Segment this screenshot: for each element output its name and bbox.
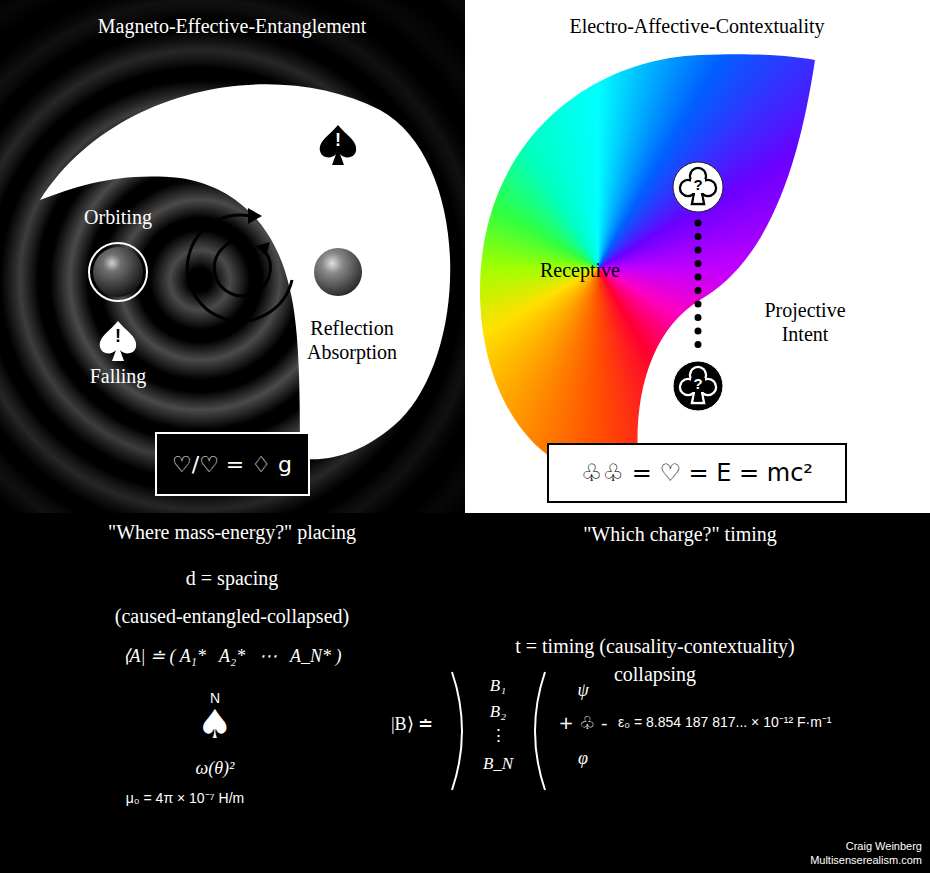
text-label: Reflection Absorption [297,316,407,364]
text-label: φ [578,748,588,770]
node-text: ♧♧ = ♡ = E = mc² [581,459,813,487]
symbol-node: ? [672,360,724,412]
text-label: Receptive [540,258,620,282]
text-label: |B⟩ ≐ [391,714,433,736]
text-label: Orbiting [84,205,152,229]
text-label: d = spacing [186,566,278,590]
node-text: ? [693,176,702,193]
text-label: "Which charge?" timing [583,522,777,546]
text-label: ω(θ)² [196,758,235,780]
reflect-ball [314,248,362,296]
node-text: ! [115,326,121,347]
text-label: ε₀ = 8.854 187 817... × 10⁻¹² F·m⁻¹ [618,714,832,731]
orbit-ball [93,247,143,297]
text-label: Falling [90,364,147,388]
text-label: collapsing [614,662,696,686]
text-label: Craig Weinberg [846,840,922,853]
orbit-ball-ring [89,243,147,301]
text-label: t = timing (causality-contextuality) [515,634,795,658]
text-label: ψ [577,680,588,702]
text-label: ⟨A| ≐ ( A₁* A₂* ⋯ A_N* ) [123,646,342,668]
text-label: ♠ [197,700,233,748]
node-text: ♡/♡ = ♢ g [172,452,292,477]
text-label: Multisenserealism.com [810,854,922,867]
formula-box: ♡/♡ = ♢ g [155,432,310,496]
paren [452,672,462,790]
arrow-head [248,208,262,224]
node-text: ? [693,375,702,392]
text-label: B₁ [490,676,506,696]
text-label: (caused-entangled-collapsed) [115,604,349,628]
text-label: ⋮ [490,726,507,746]
arrow-head [256,242,270,256]
text-label: Projective Intent [745,298,865,346]
dotted-connector [695,223,702,350]
paren [535,672,545,790]
circular-arrows [187,215,292,321]
symbol-node: ! [98,319,138,363]
white-swirl [40,84,450,459]
text-label: Electro-Affective-Contextuality [569,14,824,38]
symbol-node: ! [318,123,358,167]
text-label: Magneto-Effective-Entanglement [98,14,366,38]
text-label: + ♧ - [558,712,607,734]
symbol-node: ? [672,161,724,213]
text-label: "Where mass-energy?" placing [108,520,356,544]
text-label: B_N [483,754,513,774]
text-label: μ₀ = 4π × 10⁻⁷ H/m [126,790,244,807]
node-text: ! [335,130,341,151]
formula-box: ♧♧ = ♡ = E = mc² [547,443,847,503]
text-label: B₂ [490,702,506,722]
